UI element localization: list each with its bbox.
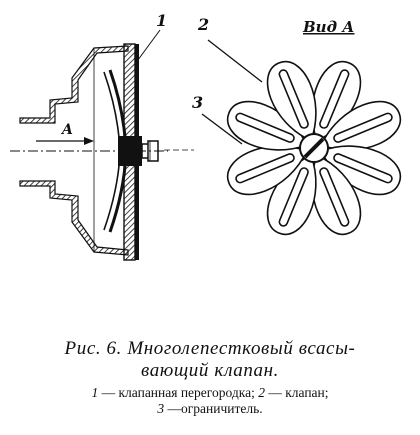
caption-title: Рис. 6. Многолепестковый всасы- вающий к… xyxy=(10,338,410,382)
view-a: Вид А 2 3 xyxy=(164,15,402,236)
petal-flower xyxy=(164,60,402,236)
legend-text-2: — клапан; xyxy=(264,385,329,400)
limiter-slot xyxy=(278,167,309,227)
limiter-slot xyxy=(235,112,295,143)
limiter-slot xyxy=(333,112,393,143)
side-section-view: A 1 xyxy=(10,11,168,261)
limiter-slot xyxy=(319,69,350,129)
legend-line-2: 3 —ограничитель. xyxy=(10,401,410,417)
housing-wall xyxy=(19,45,129,124)
legend-text-3: —ограничитель. xyxy=(164,401,263,416)
view-a-label: Вид А xyxy=(302,18,354,36)
caption-line-1: Рис. 6. Многолепестковый всасы- xyxy=(64,338,356,359)
legend-text-1: — клапанная перегородка; xyxy=(98,385,259,400)
housing-wall-lower xyxy=(19,180,129,256)
legend-num-1: 1 xyxy=(91,385,99,400)
leader-2 xyxy=(207,39,263,83)
valve-drawing: A 1 Вид А 2 3 xyxy=(10,11,402,261)
caption-legend: 1 — клапанная перегородка; 2 — клапан; 3… xyxy=(10,385,410,417)
legend-line-1: 1 — клапанная перегородка; 2 — клапан; xyxy=(10,385,410,401)
caption-line-2: вающий клапан. xyxy=(141,360,279,381)
limiter-slot xyxy=(333,153,393,184)
figure-caption: Рис. 6. Многолепестковый всасы- вающий к… xyxy=(10,338,410,417)
leader-1 xyxy=(134,29,161,65)
callout-3: 3 xyxy=(192,93,203,112)
callout-1: 1 xyxy=(156,11,167,30)
legend-num-2: 2 xyxy=(258,385,265,400)
arrow-label: A xyxy=(60,122,73,138)
limiter-lower xyxy=(103,153,121,231)
callout-2: 2 xyxy=(197,15,209,34)
hub-bolt xyxy=(303,137,325,159)
limiter-slot xyxy=(278,69,309,129)
leader-3 xyxy=(201,113,243,145)
limiter-slot xyxy=(319,167,350,227)
legend-num-3: 3 xyxy=(157,401,165,416)
limiter-upper xyxy=(103,71,121,151)
limiter-slot xyxy=(235,153,295,184)
